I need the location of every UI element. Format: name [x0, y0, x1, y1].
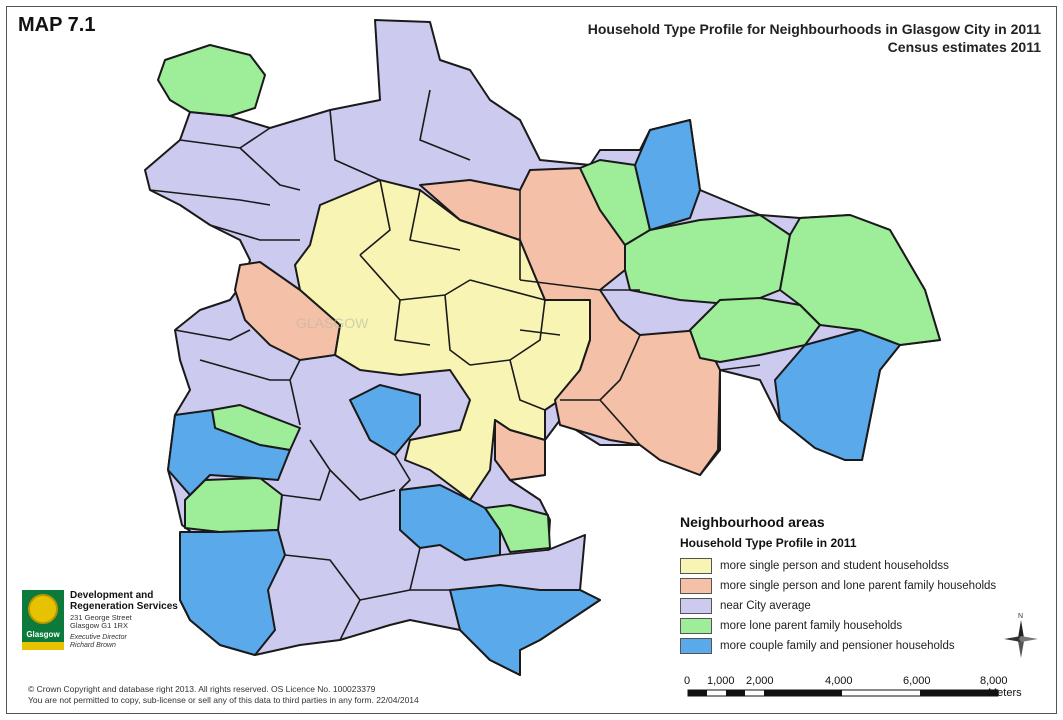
department-address: 231 George Street Glasgow G1 1RX: [70, 614, 132, 630]
map-number-label: MAP 7.1: [18, 14, 96, 36]
legend-item-couple-pensioner: more couple family and pensioner househo…: [680, 636, 1040, 656]
legend-item-student: more single person and student household…: [680, 556, 1040, 576]
north-arrow: N: [1001, 610, 1041, 660]
legend-subheading: Household Type Profile in 2011: [680, 536, 857, 550]
scale-tick-6000: 6,000: [903, 675, 931, 687]
legend-item-lone-parent: more lone parent family households: [680, 616, 1040, 636]
scale-tick-2000: 2,000: [746, 675, 774, 687]
region-green-east-middle: [689, 297, 821, 363]
scale-unit: Meters: [988, 687, 1022, 699]
city-watermark-label: GLASGOW: [296, 315, 369, 331]
region-green-east: [779, 214, 941, 346]
city-seal-icon: [28, 594, 58, 624]
legend-swatch-yellow: [680, 558, 712, 574]
legend-label: more single person and lone parent famil…: [720, 580, 997, 592]
glasgow-council-badge: Glasgow: [22, 590, 64, 650]
region-blue-north: [634, 119, 701, 231]
region-green-northeast: [624, 214, 791, 306]
map-legend: Neighbourhood areas Household Type Profi…: [680, 514, 1040, 656]
legend-item-average: near City average: [680, 596, 1040, 616]
region-blue-southeast: [449, 584, 601, 676]
compass-icon: N: [1004, 613, 1038, 658]
title-line-1: Household Type Profile for Neighbourhood…: [587, 21, 1041, 37]
scale-bar-graphic: [687, 689, 999, 697]
scale-tick-1000: 1,000: [707, 675, 735, 687]
council-logo-block: Glasgow Development and Regeneration Ser…: [22, 590, 192, 660]
address-line-2: Glasgow G1 1RX: [70, 621, 128, 630]
region-orange-west: [234, 261, 341, 361]
legend-label: more couple family and pensioner househo…: [720, 640, 955, 652]
director-line-1: Executive Director: [70, 634, 127, 641]
region-green-northwest: [157, 44, 266, 117]
region-blue-central: [349, 384, 421, 456]
scale-tick-4000: 4,000: [825, 675, 853, 687]
executive-director: Executive Director Richard Brown: [70, 634, 127, 650]
department-line-1: Development and: [70, 590, 154, 601]
copyright-line-2: You are not permitted to copy, sub-licen…: [28, 695, 419, 705]
legend-swatch-green: [680, 618, 712, 634]
region-green-south-west: [184, 477, 283, 533]
legend-heading: Neighbourhood areas: [680, 514, 825, 530]
scale-tick-8000: 8,000: [980, 675, 1008, 687]
region-orange-south: [494, 419, 546, 481]
region-blue-west: [167, 409, 291, 496]
copyright-line-1: © Crown Copyright and database right 201…: [28, 684, 376, 694]
badge-strip: [22, 642, 64, 650]
map-title: Household Type Profile for Neighbourhood…: [588, 20, 1041, 56]
region-blue-east: [774, 329, 901, 461]
department-name: Development and Regeneration Services: [70, 590, 178, 612]
legend-swatch-orange: [680, 578, 712, 594]
legend-swatch-blue: [680, 638, 712, 654]
legend-label: more single person and student household…: [720, 560, 949, 572]
legend-swatch-lavender: [680, 598, 712, 614]
copyright-notice: © Crown Copyright and database right 201…: [28, 684, 419, 706]
legend-label: more lone parent family households: [720, 620, 903, 632]
director-line-2: Richard Brown: [70, 642, 116, 649]
legend-label: near City average: [720, 600, 811, 612]
neighbourhood-boundaries: [149, 89, 761, 641]
region-blue-southwest: [179, 529, 286, 656]
legend-item-lone-parent-single: more single person and lone parent famil…: [680, 576, 1040, 596]
department-line-2: Regeneration Services: [70, 601, 178, 612]
scale-tick-0: 0: [684, 675, 691, 687]
address-line-1: 231 George Street: [70, 613, 132, 622]
north-label: N: [1018, 613, 1023, 620]
title-line-2: Census estimates 2011: [887, 39, 1041, 55]
scale-bar: 0 1,000 2,000 4,000 6,000 8,000 Meters: [680, 672, 1022, 712]
badge-text: Glasgow: [26, 630, 60, 639]
